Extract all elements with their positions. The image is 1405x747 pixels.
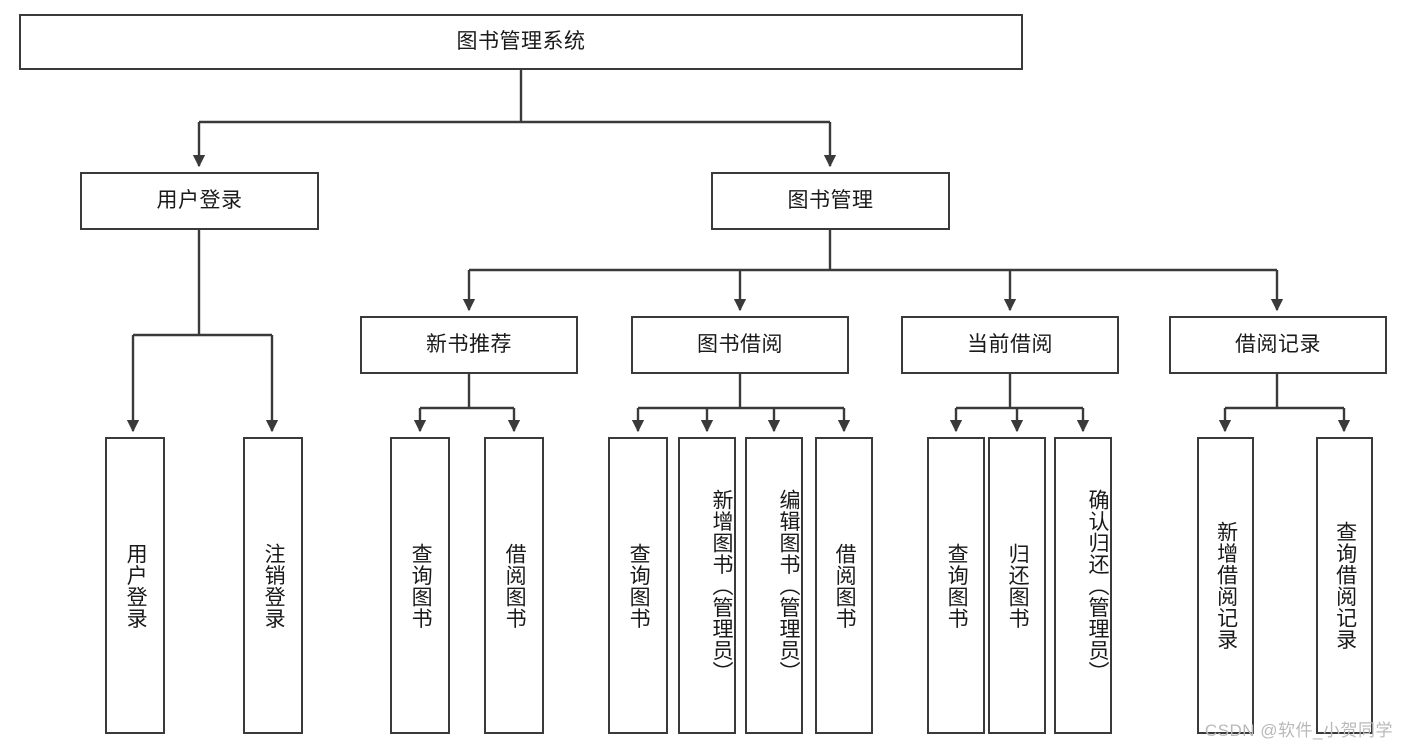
node-book-manage[interactable]: 图书管理	[711, 172, 950, 230]
node-leaf-borrow-book-label: 借阅图书	[833, 542, 857, 629]
node-book-borrow-label: 图书借阅	[697, 333, 783, 357]
node-leaf-borrow-book-recommend[interactable]: 借阅图书	[484, 437, 544, 734]
node-leaf-user-login-label: 用户登录	[124, 542, 148, 629]
node-leaf-query-book-borrow[interactable]: 查询图书	[608, 437, 668, 734]
node-leaf-query-borrow-record[interactable]: 查询借阅记录	[1316, 437, 1373, 734]
node-leaf-user-login[interactable]: 用户登录	[105, 437, 165, 734]
node-leaf-query-book-current[interactable]: 查询图书	[927, 437, 985, 734]
node-leaf-user-logout-label: 注销登录	[262, 542, 286, 629]
node-user-login-label: 用户登录	[156, 189, 243, 213]
node-new-book-recommend-label: 新书推荐	[426, 333, 512, 357]
node-book-borrow[interactable]: 图书借阅	[631, 316, 849, 374]
node-leaf-edit-book-label: 编辑图书（管理员）	[777, 488, 800, 683]
node-leaf-add-book-label: 新增图书（管理员）	[710, 488, 733, 683]
node-borrow-record-label: 借阅记录	[1235, 333, 1321, 357]
node-book-manage-label: 图书管理	[787, 189, 874, 213]
node-leaf-user-logout[interactable]: 注销登录	[243, 437, 303, 734]
node-leaf-borrow-book[interactable]: 借阅图书	[815, 437, 873, 734]
node-current-borrow-label: 当前借阅	[967, 333, 1053, 357]
node-leaf-query-book-current-label: 查询图书	[945, 542, 969, 629]
node-leaf-return-book[interactable]: 归还图书	[988, 437, 1046, 734]
node-leaf-query-book-borrow-label: 查询图书	[627, 542, 651, 629]
node-borrow-record[interactable]: 借阅记录	[1169, 316, 1387, 374]
node-leaf-edit-book[interactable]: 编辑图书（管理员）	[745, 437, 803, 734]
node-leaf-add-borrow-record-label: 新增借阅记录	[1214, 521, 1238, 650]
node-root[interactable]: 图书管理系统	[19, 14, 1023, 70]
node-new-book-recommend[interactable]: 新书推荐	[360, 316, 578, 374]
node-leaf-query-borrow-record-label: 查询借阅记录	[1333, 521, 1357, 650]
node-user-login[interactable]: 用户登录	[80, 172, 319, 230]
node-leaf-confirm-return[interactable]: 确认归还（管理员）	[1054, 437, 1112, 734]
node-leaf-query-book-recommend[interactable]: 查询图书	[390, 437, 450, 734]
node-leaf-return-book-label: 归还图书	[1006, 542, 1030, 629]
node-root-label: 图书管理系统	[456, 30, 586, 54]
node-leaf-confirm-return-label: 确认归还（管理员）	[1086, 488, 1109, 683]
node-leaf-add-book[interactable]: 新增图书（管理员）	[678, 437, 736, 734]
node-leaf-borrow-book-recommend-label: 借阅图书	[503, 542, 527, 629]
node-leaf-query-book-recommend-label: 查询图书	[409, 542, 433, 629]
node-leaf-add-borrow-record[interactable]: 新增借阅记录	[1197, 437, 1254, 734]
node-current-borrow[interactable]: 当前借阅	[901, 316, 1119, 374]
